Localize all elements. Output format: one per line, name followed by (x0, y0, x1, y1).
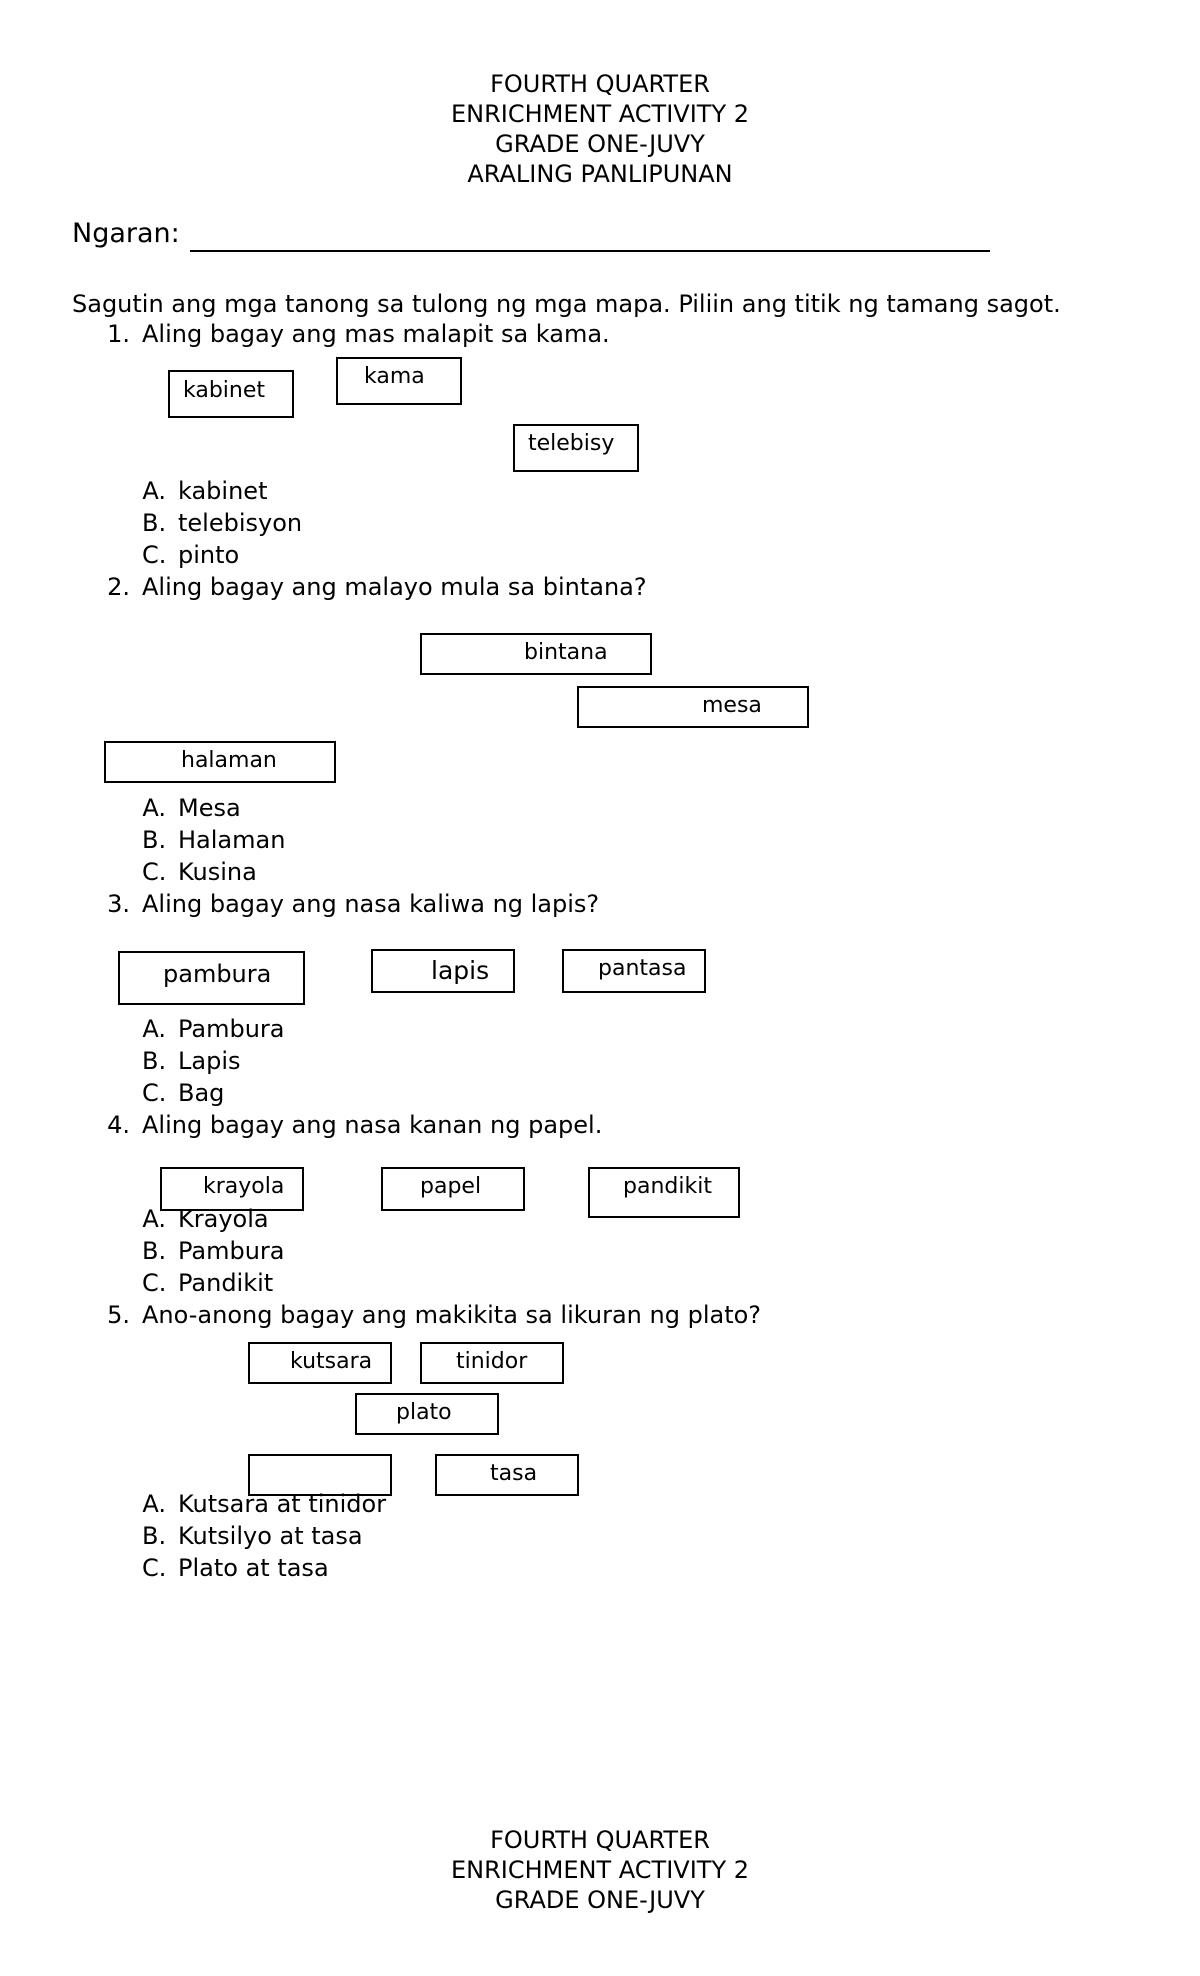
map-box-label: papel (420, 1174, 482, 1199)
name-line[interactable] (190, 250, 990, 252)
footer-line-2: ENRICHMENT ACTIVITY 2 (451, 1856, 749, 1884)
map-box-label: plato (396, 1400, 452, 1425)
option-text: Kusina (178, 858, 257, 886)
question-text: Aling bagay ang nasa kaliwa ng lapis? (142, 890, 600, 918)
header-line-4: ARALING PANLIPUNAN (467, 160, 733, 188)
question-number: 4. (107, 1111, 130, 1139)
question-number: 5. (107, 1301, 130, 1329)
map-box-bintana (420, 633, 652, 675)
question-text: Aling bagay ang malayo mula sa bintana? (142, 573, 647, 601)
map-box-label: bintana (524, 640, 608, 665)
map-box-label: lapis (431, 956, 490, 985)
map-box-kutsara (248, 1342, 392, 1384)
footer-line-3: GRADE ONE-JUVY (495, 1886, 705, 1914)
option-text: Plato at tasa (178, 1554, 329, 1582)
map-box-krayola (160, 1167, 304, 1211)
option-text: Pambura (178, 1237, 285, 1265)
map-box-label: tasa (490, 1461, 538, 1486)
option-letter: B. (142, 509, 167, 537)
question-text: Ano-anong bagay ang makikita sa likuran … (142, 1301, 762, 1329)
option-letter: A. (142, 477, 166, 505)
map-box-tinidor (420, 1342, 564, 1384)
map-box-label: mesa (702, 693, 762, 718)
option-letter: A. (142, 794, 166, 822)
map-box-plato (355, 1393, 499, 1435)
option-text: Halaman (178, 826, 286, 854)
option-letter: B. (142, 826, 167, 854)
footer-line-1: FOURTH QUARTER (490, 1826, 710, 1854)
option-text: Pandikit (178, 1269, 274, 1297)
map-box-label: kabinet (183, 378, 266, 403)
map-box-label: pandikit (623, 1174, 712, 1199)
option-letter: C. (142, 1079, 167, 1107)
option-letter: A. (142, 1205, 166, 1233)
option-text: telebisyon (178, 509, 303, 537)
option-text: Krayola (178, 1205, 269, 1233)
option-letter: B. (142, 1047, 167, 1075)
map-box-halaman (104, 741, 336, 783)
map-box-label: tinidor (456, 1349, 528, 1374)
question-text: Aling bagay ang mas malapit sa kama. (142, 320, 610, 348)
question-number: 3. (107, 890, 130, 918)
map-box-label: kama (364, 364, 425, 389)
map-box-label: krayola (203, 1174, 285, 1199)
option-text: Bag (178, 1079, 225, 1107)
map-box-label: pantasa (598, 956, 687, 981)
header-line-3: GRADE ONE-JUVY (495, 130, 705, 158)
map-box-lapis (371, 949, 515, 993)
option-text: Kutsilyo at tasa (178, 1522, 363, 1550)
map-box-pambura (118, 951, 305, 1005)
question-number: 1. (107, 320, 130, 348)
option-letter: A. (142, 1490, 166, 1518)
option-text: Mesa (178, 794, 241, 822)
option-letter: B. (142, 1237, 167, 1265)
map-box-label: halaman (181, 748, 277, 773)
map-box-mesa (577, 686, 809, 728)
map-box-telebisyon (513, 424, 639, 472)
map-box-papel (381, 1167, 525, 1211)
question-text: Aling bagay ang nasa kanan ng papel. (142, 1111, 603, 1139)
map-box-pandikit (588, 1167, 740, 1218)
map-box-pantasa (562, 949, 706, 993)
question-number: 2. (107, 573, 130, 601)
header-line-2: ENRICHMENT ACTIVITY 2 (451, 100, 749, 128)
header-line-1: FOURTH QUARTER (490, 70, 710, 98)
instructions: Sagutin ang mga tanong sa tulong ng mga … (72, 290, 1061, 318)
option-text: Pambura (178, 1015, 285, 1043)
map-box-tasa (435, 1454, 579, 1496)
map-box-label: kutsara (290, 1349, 373, 1374)
option-text: Lapis (178, 1047, 241, 1075)
map-box-kabinet (168, 370, 294, 418)
map-box-label: pambura (163, 960, 272, 988)
name-label: Ngaran: (72, 218, 180, 249)
option-letter: C. (142, 1554, 167, 1582)
option-letter: B. (142, 1522, 167, 1550)
option-letter: C. (142, 541, 167, 569)
map-box-label: telebisy (528, 431, 615, 456)
option-text: Kutsara at tinidor (178, 1490, 387, 1518)
option-text: pinto (178, 541, 240, 569)
option-letter: C. (142, 1269, 167, 1297)
option-text: kabinet (178, 477, 268, 505)
option-letter: C. (142, 858, 167, 886)
map-box-empty (248, 1454, 392, 1496)
option-letter: A. (142, 1015, 166, 1043)
map-box-kama (336, 357, 462, 405)
